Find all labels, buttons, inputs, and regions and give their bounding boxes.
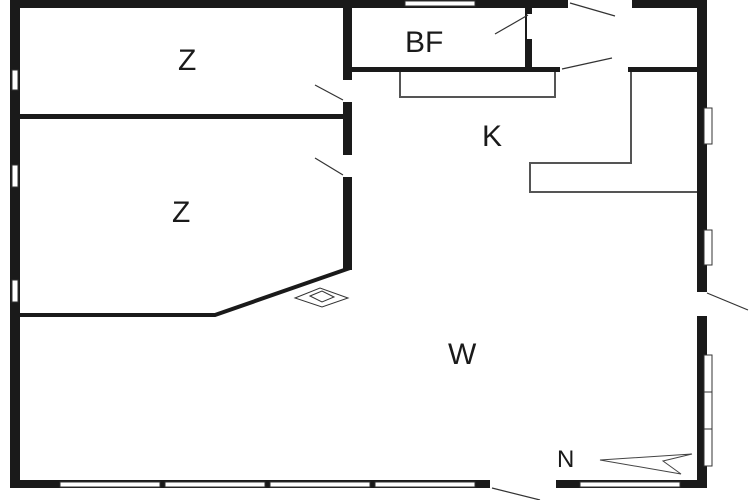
compass-arrow-icon bbox=[599, 453, 693, 475]
stove-icon bbox=[293, 287, 350, 308]
kitchen-counters bbox=[399, 72, 697, 193]
windows bbox=[11, 0, 713, 488]
room-label-bedroom-2: Z bbox=[172, 196, 190, 229]
compass: N bbox=[557, 446, 693, 475]
exterior-walls bbox=[10, 0, 707, 488]
room-label-bedroom-1: Z bbox=[178, 44, 196, 77]
compass-label: N bbox=[557, 446, 574, 473]
door-openings bbox=[314, 0, 749, 500]
room-label-bathroom: BF bbox=[405, 26, 443, 59]
interior-walls bbox=[20, 0, 697, 317]
room-label-living: W bbox=[448, 338, 477, 371]
room-label-kitchen: K bbox=[482, 120, 502, 153]
